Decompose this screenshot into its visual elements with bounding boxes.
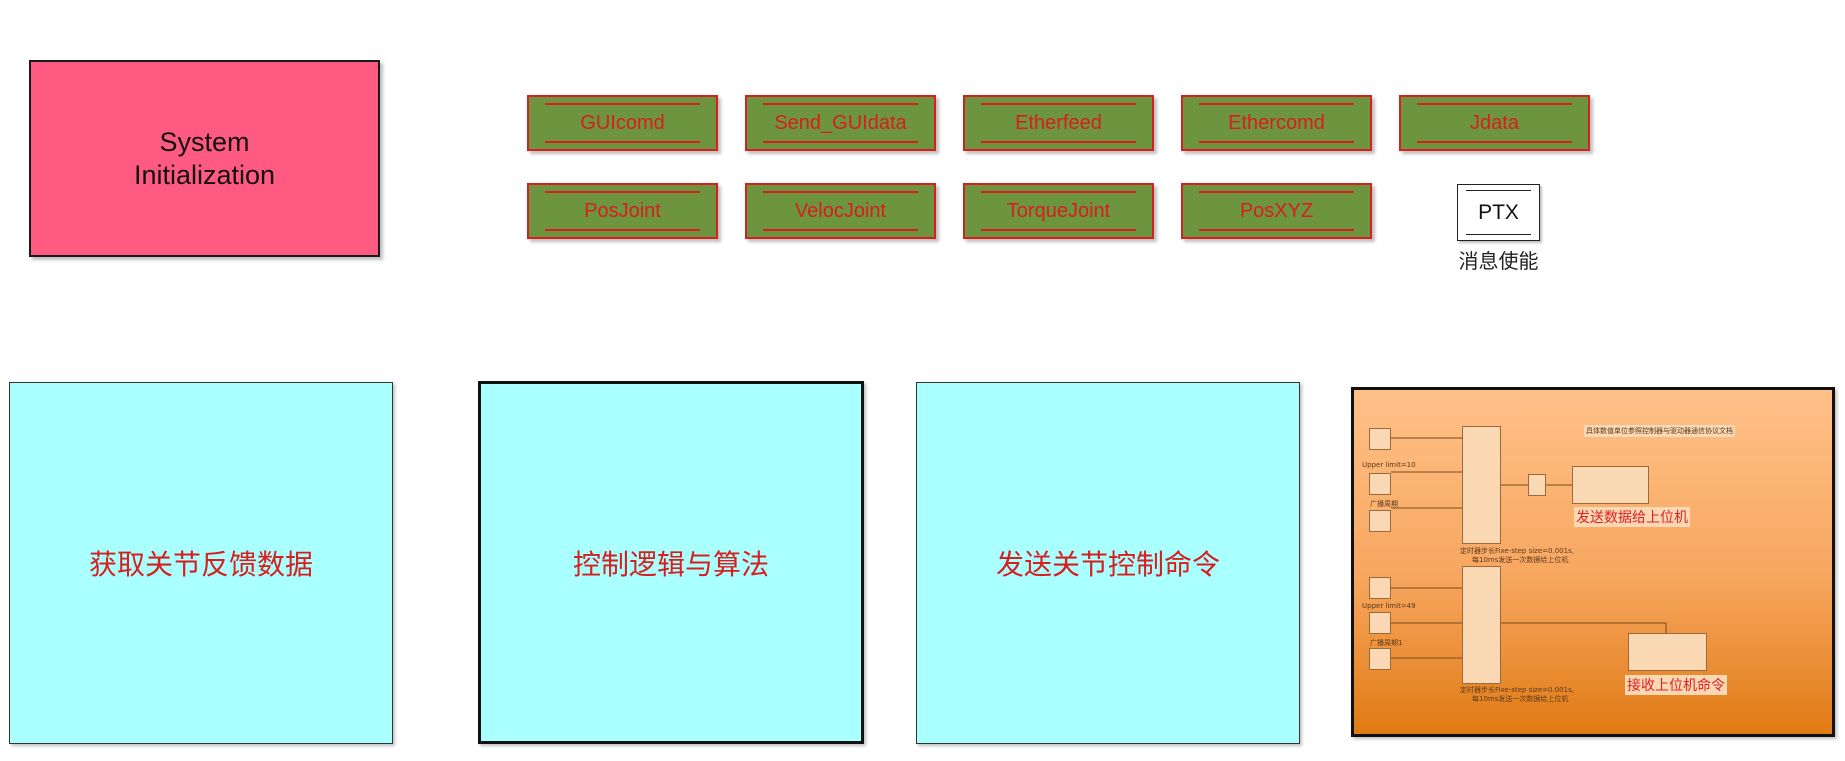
tag-etherfeed[interactable]: Etherfeed xyxy=(963,95,1154,151)
input-block[interactable] xyxy=(1369,510,1391,532)
gain-block[interactable] xyxy=(1528,474,1546,496)
subsystem-joint-feedback[interactable]: 获取关节反馈数据 xyxy=(9,382,393,744)
fixed-step-note-1b: 每10ms发送一次数据给上位机 xyxy=(1472,556,1569,564)
tag-velocjoint[interactable]: VelocJoint xyxy=(745,183,936,239)
tag-posjoint[interactable]: PosJoint xyxy=(527,183,718,239)
tag-label: PosJoint xyxy=(584,199,661,222)
ptx-caption: 消息使能 xyxy=(1458,249,1539,273)
counter-block-1[interactable] xyxy=(1369,473,1391,495)
tag-label: TorqueJoint xyxy=(1006,199,1111,222)
upper-limit-label-1: Upper limit=10 xyxy=(1362,461,1416,469)
tag-label: Etherfeed xyxy=(1015,111,1102,134)
mux-block-2[interactable] xyxy=(1462,566,1501,684)
send-data-block[interactable] xyxy=(1572,466,1649,504)
ptx-block[interactable]: PTX xyxy=(1457,184,1540,241)
system-init-line2: Initialization xyxy=(133,159,276,190)
input-block[interactable] xyxy=(1369,648,1391,670)
subsystem-label: 发送关节控制命令 xyxy=(995,548,1220,581)
system-initialization-label: System Initialization xyxy=(134,126,275,192)
counter-block-2[interactable] xyxy=(1369,612,1391,634)
upper-limit-label-2: Upper limit=49 xyxy=(1362,602,1416,610)
receive-command-label: 接收上位机命令 xyxy=(1625,675,1727,695)
tag-posxyz[interactable]: PosXYZ xyxy=(1181,183,1372,239)
tag-label: Jdata xyxy=(1470,111,1519,134)
fixed-step-note-2a: 定时器步长Fixe-step size=0.001s, xyxy=(1460,686,1574,694)
subsystem-label: 控制逻辑与算法 xyxy=(572,547,769,581)
tag-torquejoint[interactable]: TorqueJoint xyxy=(963,183,1154,239)
wires xyxy=(1391,437,1667,659)
system-init-line1: System xyxy=(159,126,250,157)
tag-ethercomd[interactable]: Ethercomd xyxy=(1181,95,1372,151)
subsystem-joint-command[interactable]: 发送关节控制命令 xyxy=(916,382,1300,744)
tag-label: Send_GUIdata xyxy=(774,111,907,134)
send-data-label: 发送数据给上位机 xyxy=(1574,507,1690,527)
subsystem-label: 获取关节反馈数据 xyxy=(88,548,313,581)
tag-label: GUIcomd xyxy=(580,111,665,134)
tag-label: PosXYZ xyxy=(1239,199,1314,222)
tag-guicomd[interactable]: GUIcomd xyxy=(527,95,718,151)
ptx-label: PTX xyxy=(1478,200,1519,224)
receive-command-block[interactable] xyxy=(1628,633,1707,671)
system-initialization-block[interactable]: System Initialization xyxy=(29,60,380,257)
input-block[interactable] xyxy=(1369,577,1391,599)
broadcast-label-2: 广播周期1 xyxy=(1370,639,1403,647)
fixed-step-note-2b: 每10ms发送一次数据给上位机 xyxy=(1472,695,1569,703)
subsystem-control-logic[interactable]: 控制逻辑与算法 xyxy=(478,381,864,744)
fixed-step-note-1a: 定时器步长Fixe-step size=0.001s, xyxy=(1460,547,1574,555)
tag-send-guidata[interactable]: Send_GUIdata xyxy=(745,95,936,151)
tag-label: VelocJoint xyxy=(794,199,887,222)
input-block[interactable] xyxy=(1369,428,1391,450)
tag-jdata[interactable]: Jdata xyxy=(1399,95,1590,151)
comm-note: 具体数值单位参照控制器与驱动器通信协议文档 xyxy=(1584,425,1735,437)
broadcast-label-1: 广播周期 xyxy=(1370,500,1398,508)
tag-label: Ethercomd xyxy=(1228,111,1325,134)
mux-block-1[interactable] xyxy=(1462,426,1501,544)
subsystem-host-communication[interactable]: 具体数值单位参照控制器与驱动器通信协议文档 Upper limit=10 广播周… xyxy=(1351,387,1835,737)
